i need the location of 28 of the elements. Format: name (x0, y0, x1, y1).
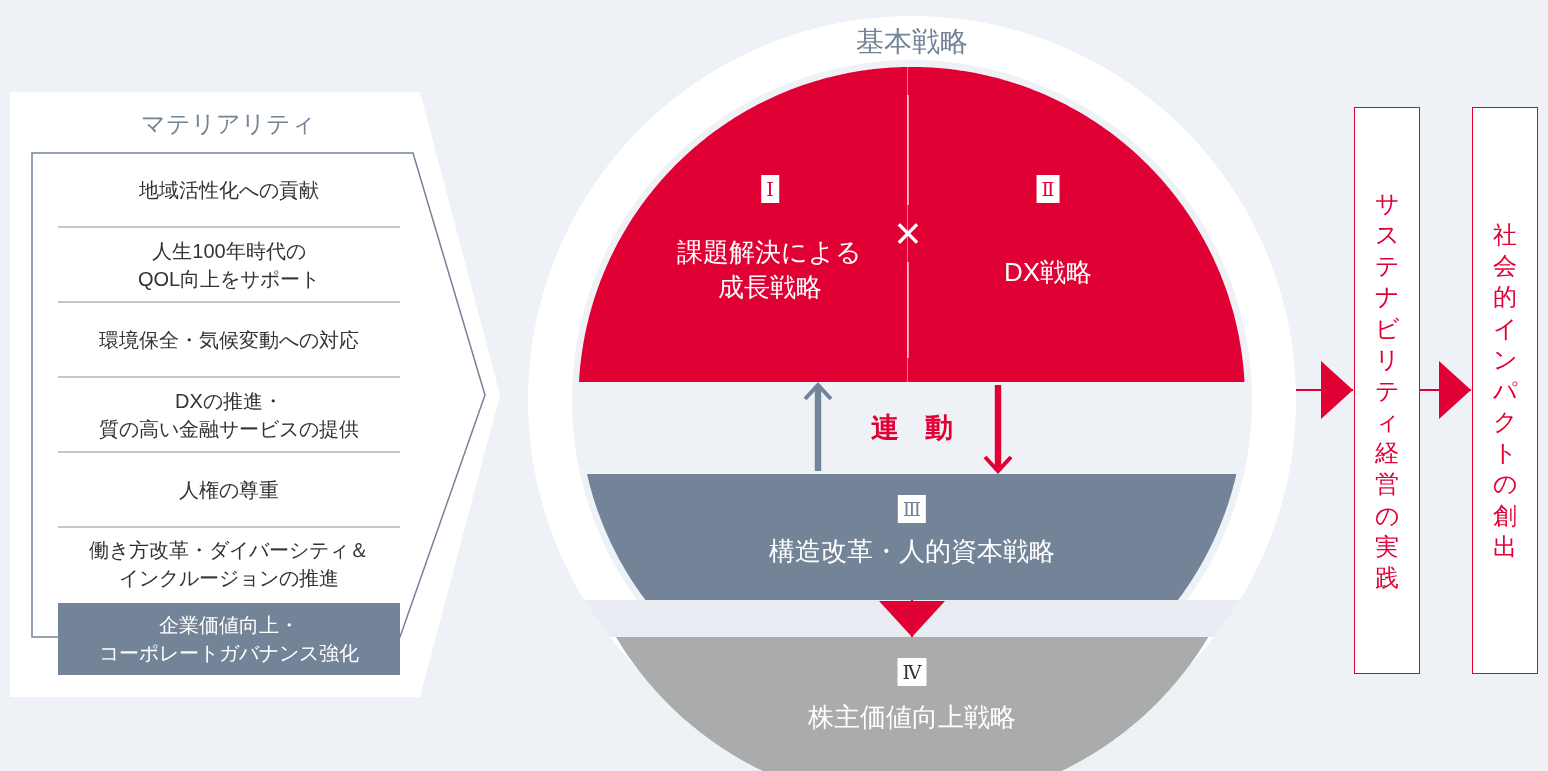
strategy-segment (615, 637, 1209, 771)
list-item: 働き方改革・ダイバーシティ＆インクルージョンの推進 (58, 527, 400, 601)
list-item: 人生100年時代のQOL向上をサポート (58, 227, 400, 302)
strategy-segment (587, 474, 1237, 600)
list-item: DXの推進・質の高い金融サービスの提供 (58, 377, 400, 452)
numeral-badge: Ⅱ (1036, 175, 1060, 203)
link-label: 連動 (870, 411, 978, 446)
segment-text: 課題解決による成長戦略 (677, 235, 863, 304)
list-item: 環境保全・気候変動への対応 (58, 302, 400, 377)
outcome-box: サステナビリティ経営の実践 (1354, 107, 1420, 674)
numeral-badge: Ⅰ (761, 175, 779, 203)
outcome-box: 社会的インパクトの創出 (1472, 107, 1538, 674)
numeral-badge: Ⅲ (897, 495, 927, 523)
chevron-panel (10, 92, 500, 697)
segment-text: 構造改革・人的資本戦略 (769, 535, 1055, 569)
highlight-box: 企業価値向上・コーポレートガバナンス強化 (58, 603, 400, 675)
circle-heading: 基本戦略 (856, 25, 968, 60)
arrow (1419, 361, 1472, 419)
panel-heading: マテリアリティ (140, 108, 316, 139)
multiply-sign: × (894, 205, 922, 261)
arrow (879, 599, 945, 638)
list-item: 人権の尊重 (58, 452, 400, 527)
list-item: 地域活性化への貢献 (58, 153, 400, 227)
segment-text: DX戦略 (1003, 256, 1093, 290)
numeral-badge: Ⅳ (897, 658, 927, 686)
segment-text: 株主価値向上戦略 (808, 701, 1016, 735)
chevron-frame (32, 153, 485, 637)
arrow (1295, 361, 1354, 419)
